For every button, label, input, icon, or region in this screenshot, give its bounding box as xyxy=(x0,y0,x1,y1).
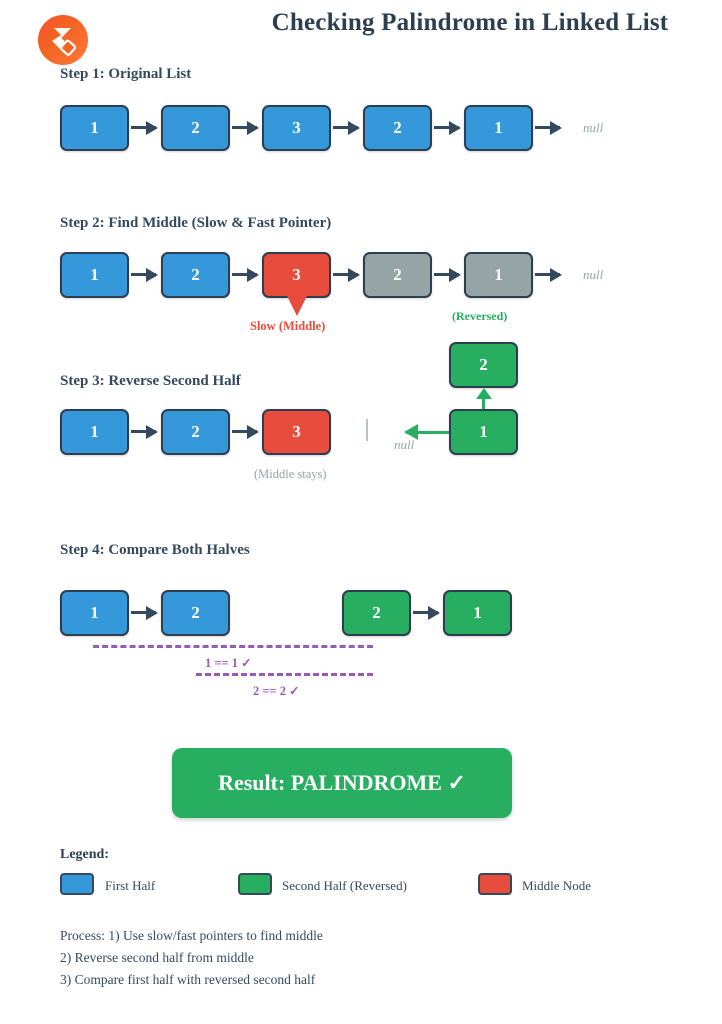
step-2-node-1: 2 xyxy=(161,252,230,298)
step-2-null-label: null xyxy=(583,267,604,282)
step-3-reversed-node-1: 1 xyxy=(449,409,518,455)
step-1-arrow-0 xyxy=(131,126,156,129)
step-1-node-3: 2 xyxy=(363,105,432,151)
process-line-2: 3) Compare first half with reversed seco… xyxy=(60,972,316,987)
legend-label-middle-node: Middle Node xyxy=(522,878,591,893)
step-3-node-middle: 3 xyxy=(262,409,331,455)
step-1-node-0: 1 xyxy=(60,105,129,151)
step-1-arrow-tail xyxy=(535,126,560,129)
step-4-right-node-1: 1 xyxy=(443,590,512,636)
step-1-title: Step 1: Original List xyxy=(60,66,192,82)
sigma-diamond-logo-icon xyxy=(38,15,88,65)
process-line-0: Process: 1) Use slow/fast pointers to fi… xyxy=(60,928,323,943)
step-1-arrow-1 xyxy=(232,126,257,129)
step-4-title: Step 4: Compare Both Halves xyxy=(60,542,250,558)
comparison-label-1: 2 == 2 ✓ xyxy=(253,684,300,698)
step-4-right-arrow xyxy=(413,611,438,614)
step-1-node-4: 1 xyxy=(464,105,533,151)
step-2-node-middle: 3 xyxy=(262,252,331,298)
step-1-arrow-2 xyxy=(333,126,358,129)
step-4-left-node-0: 1 xyxy=(60,590,129,636)
step-3-reverse-arrow-up xyxy=(482,397,485,410)
step-3-reversed-node-0: 2 xyxy=(449,342,518,388)
slow-middle-label: Slow (Middle) xyxy=(250,319,326,333)
section-divider xyxy=(366,419,368,441)
step-3-node-1: 2 xyxy=(161,409,230,455)
comparison-line-0 xyxy=(93,645,373,648)
page-title: Checking Palindrome in Linked List xyxy=(271,9,669,36)
step-3-null-arrow xyxy=(406,431,449,434)
step-2-arrow-0 xyxy=(131,273,156,276)
step-2-arrow-3 xyxy=(434,273,459,276)
comparison-label-0: 1 == 1 ✓ xyxy=(205,656,252,670)
step-2-arrow-2 xyxy=(333,273,358,276)
step-2-node-3: 2 xyxy=(363,252,432,298)
slow-pointer-icon xyxy=(286,294,308,316)
result-banner: Result: PALINDROME ✓ xyxy=(172,748,512,818)
process-line-1: 2) Reverse second half from middle xyxy=(60,950,254,965)
legend-label-first-half: First Half xyxy=(105,878,156,893)
step-2-node-4: 1 xyxy=(464,252,533,298)
comparison-line-1 xyxy=(196,673,373,676)
step-2-arrow-tail xyxy=(535,273,560,276)
step-3-node-0: 1 xyxy=(60,409,129,455)
step-4-right-node-0: 2 xyxy=(342,590,411,636)
legend-swatch-first-half xyxy=(60,873,94,895)
step-1-arrow-3 xyxy=(434,126,459,129)
step-2-arrow-1 xyxy=(232,273,257,276)
step-1-null-label: null xyxy=(583,120,604,135)
step-1-node-1: 2 xyxy=(161,105,230,151)
legend-title: Legend: xyxy=(60,847,109,862)
step-4-left-node-1: 2 xyxy=(161,590,230,636)
step-3-title: Step 3: Reverse Second Half xyxy=(60,373,241,389)
step-3-arrow-0 xyxy=(131,430,156,433)
step-1-node-2: 3 xyxy=(262,105,331,151)
legend-swatch-second-half xyxy=(238,873,272,895)
legend-swatch-middle-node xyxy=(478,873,512,895)
step-3-null-label: null xyxy=(394,437,415,452)
step-3-arrow-1 xyxy=(232,430,257,433)
step-4-left-arrow xyxy=(131,611,156,614)
middle-stays-label: (Middle stays) xyxy=(254,467,327,481)
step-2-title: Step 2: Find Middle (Slow & Fast Pointer… xyxy=(60,215,332,231)
step-2-node-0: 1 xyxy=(60,252,129,298)
reversed-label: (Reversed) xyxy=(452,309,508,323)
legend-label-second-half: Second Half (Reversed) xyxy=(282,878,407,893)
